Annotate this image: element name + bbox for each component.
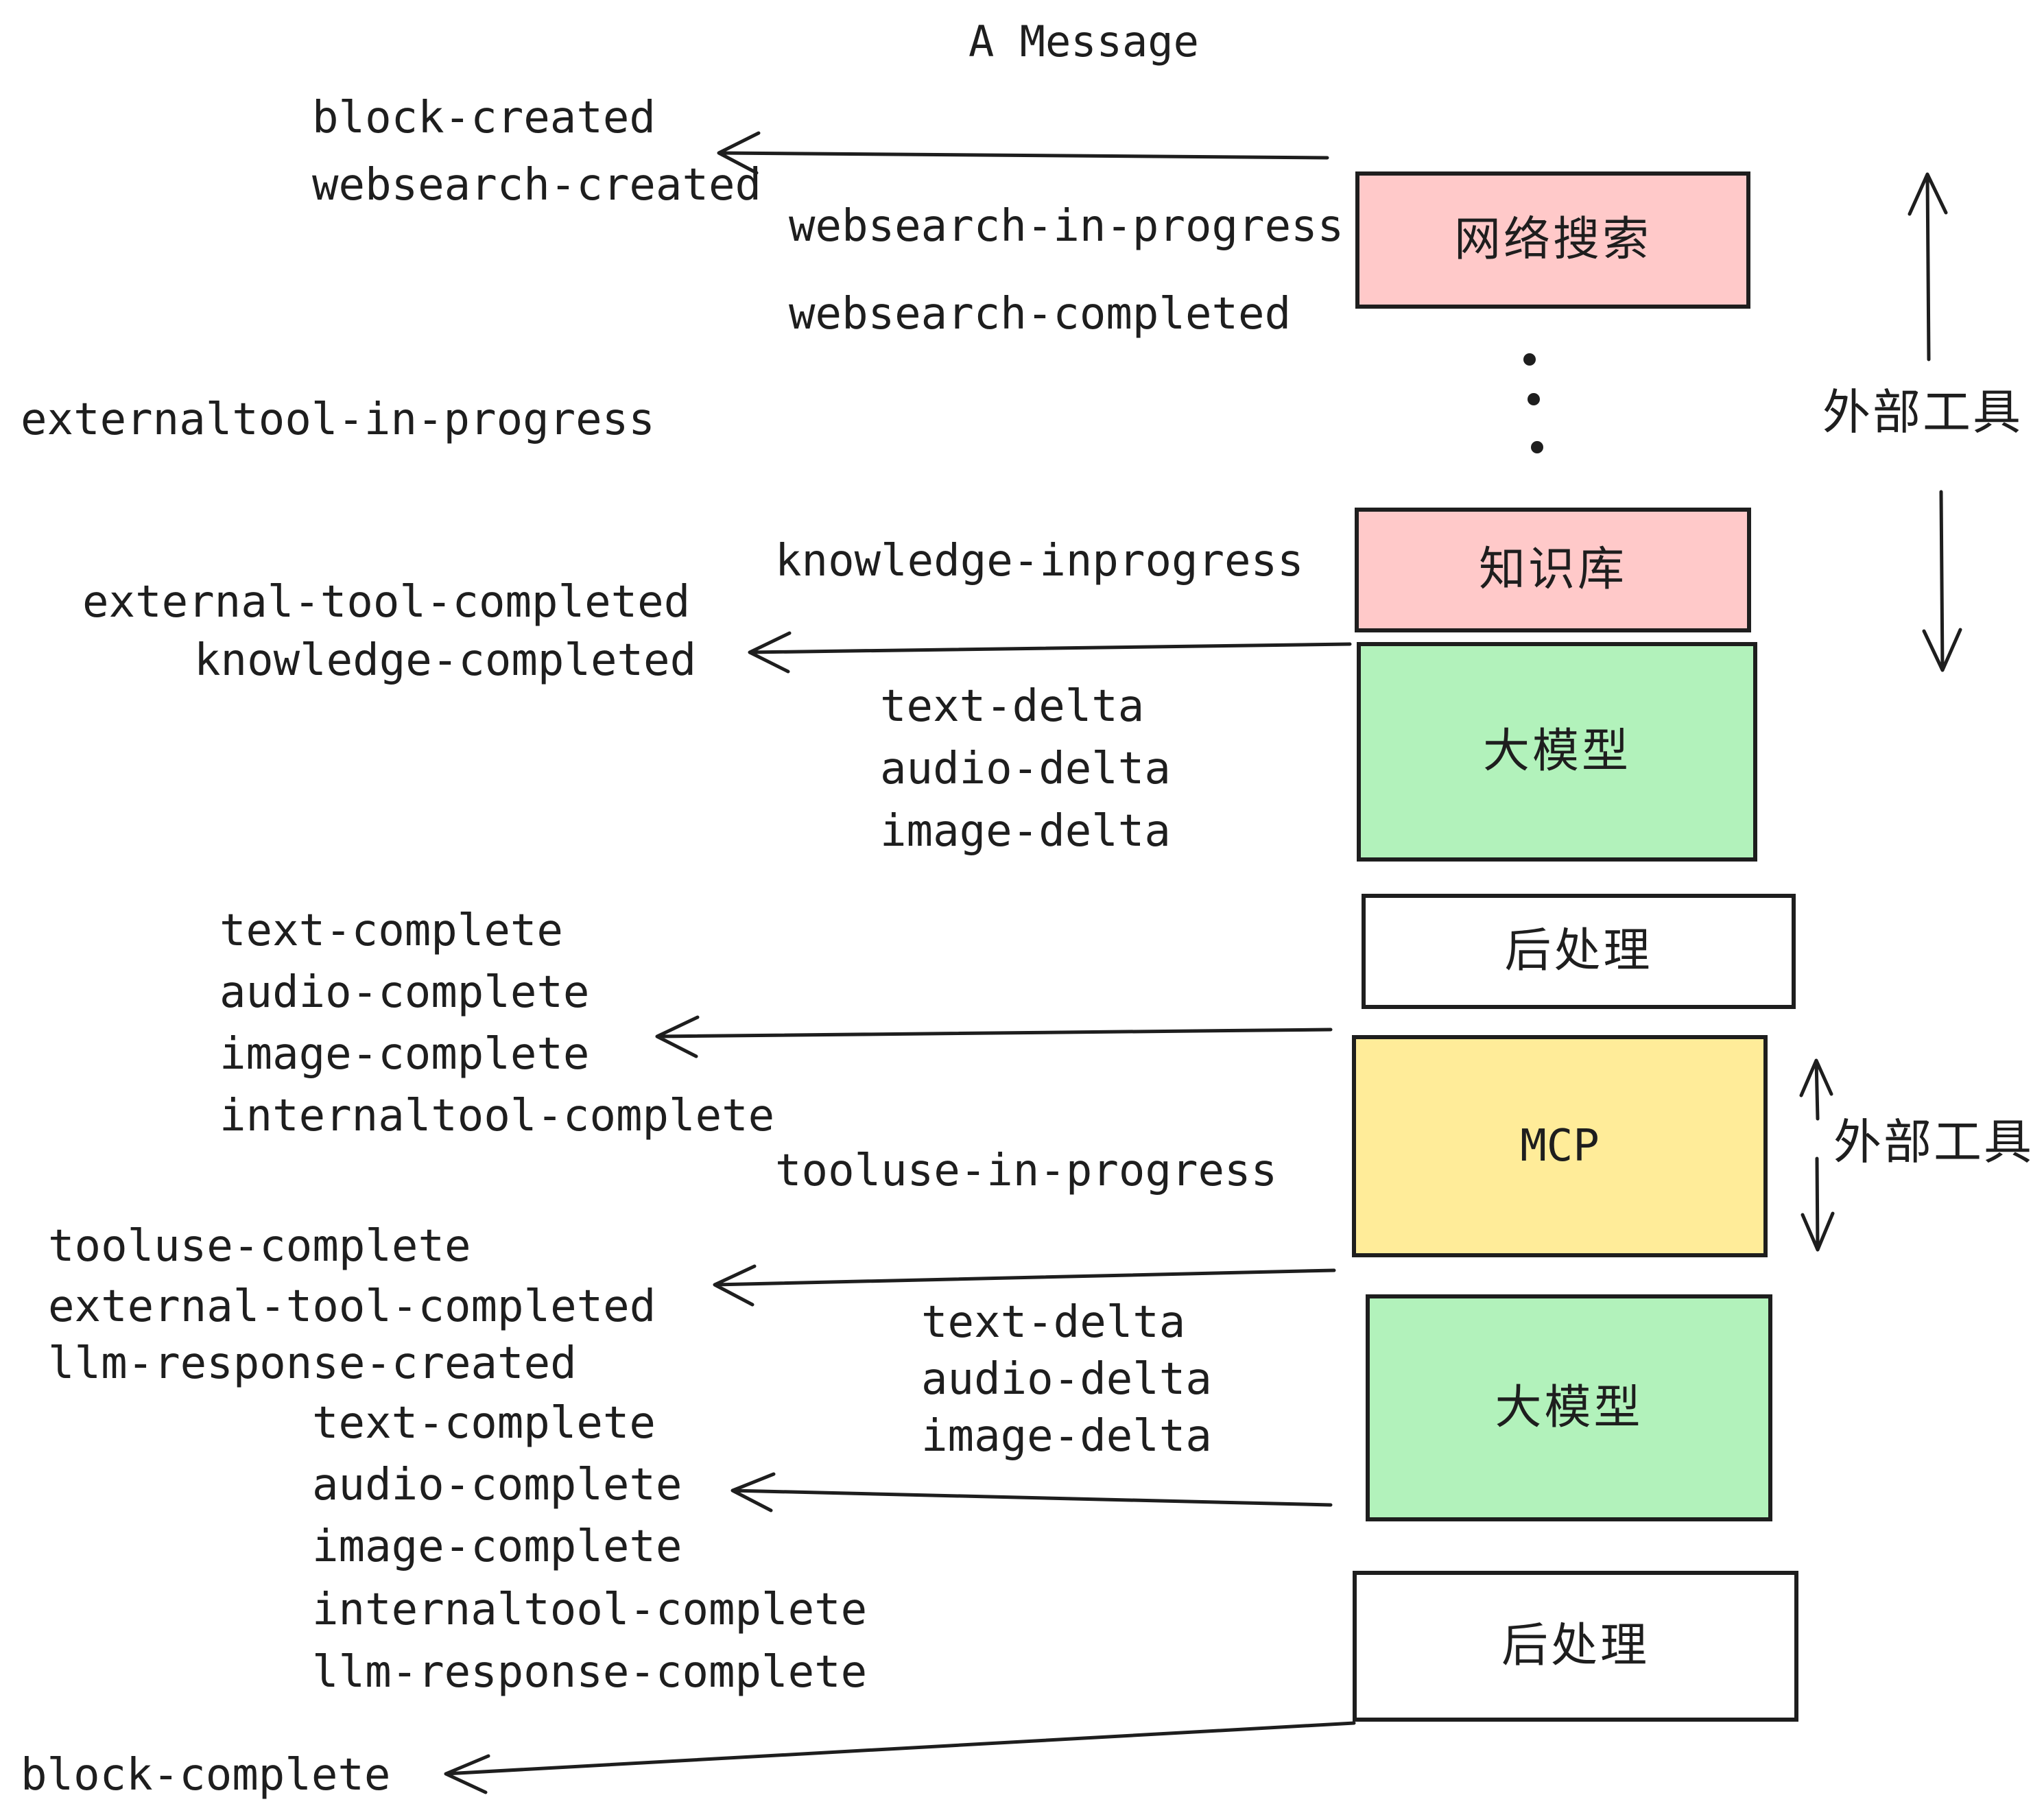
event-label-text-complete-2: text-complete bbox=[312, 1398, 656, 1449]
event-label-text-delta-2: text-delta bbox=[921, 1297, 1186, 1348]
arrow-external-tools-top-down bbox=[1922, 490, 1962, 672]
event-label-knowledge-completed: knowledge-completed bbox=[194, 635, 697, 686]
box-postprocess-1: 后处理 bbox=[1362, 894, 1796, 1009]
side-label-external-tools-top: 外部工具 bbox=[1822, 384, 2023, 440]
event-label-text-complete-1: text-complete bbox=[219, 905, 563, 956]
box-postprocess-2: 后处理 bbox=[1353, 1571, 1798, 1722]
event-label-tooluse-in-progress: tooluse-in-progress bbox=[775, 1146, 1278, 1196]
side-label-external-tools-mcp: 外部工具 bbox=[1833, 1114, 2034, 1170]
event-label-block-created: block-created bbox=[312, 93, 656, 143]
event-label-audio-delta-1: audio-delta bbox=[880, 744, 1171, 794]
box-mcp: MCP bbox=[1352, 1035, 1768, 1257]
event-label-audio-delta-2: audio-delta bbox=[921, 1354, 1212, 1405]
ellipsis-dot bbox=[1523, 353, 1536, 366]
event-label-audio-complete-2: audio-complete bbox=[312, 1460, 682, 1510]
ellipsis-dot bbox=[1531, 441, 1543, 453]
box-postprocess-1-label: 后处理 bbox=[1504, 924, 1653, 978]
box-llm-2-label: 大模型 bbox=[1495, 1380, 1643, 1435]
arrow-external-tools-mcp-down bbox=[1801, 1156, 1835, 1252]
arrow-to-block-complete bbox=[444, 1721, 1356, 1794]
box-llm-1-label: 大模型 bbox=[1482, 724, 1631, 779]
event-label-image-delta-2: image-delta bbox=[921, 1411, 1212, 1462]
event-label-external-tool-completed: external-tool-completed bbox=[82, 577, 691, 628]
event-label-internaltool-complete-2: internaltool-complete bbox=[312, 1585, 868, 1635]
arrow-external-tools-mcp-up bbox=[1799, 1058, 1833, 1121]
event-label-externaltool-in-progress: externaltool-in-progress bbox=[21, 394, 655, 445]
event-label-text-delta-1: text-delta bbox=[880, 681, 1145, 732]
box-knowledge: 知识库 bbox=[1355, 508, 1751, 632]
arrow-to-block-created bbox=[717, 131, 1329, 175]
event-label-internaltool-complete-1: internaltool-complete bbox=[219, 1091, 775, 1141]
box-llm-2: 大模型 bbox=[1366, 1294, 1772, 1521]
ellipsis-dot bbox=[1528, 393, 1540, 405]
box-websearch: 网络搜索 bbox=[1355, 171, 1750, 309]
box-llm-1: 大模型 bbox=[1357, 642, 1757, 862]
event-label-external-tool-completed-2: external-tool-completed bbox=[48, 1281, 656, 1332]
event-label-websearch-completed: websearch-completed bbox=[789, 289, 1292, 340]
diagram-title: A Message bbox=[968, 16, 1199, 67]
event-label-block-complete: block-complete bbox=[21, 1750, 391, 1801]
event-label-image-delta-1: image-delta bbox=[880, 806, 1171, 857]
box-mcp-label: MCP bbox=[1520, 1121, 1600, 1172]
arrow-to-knowledge-completed bbox=[748, 631, 1352, 674]
box-postprocess-2-label: 后处理 bbox=[1501, 1619, 1650, 1673]
event-label-llm-response-complete: llm-response-complete bbox=[312, 1647, 868, 1698]
event-label-image-complete-2: image-complete bbox=[312, 1521, 682, 1572]
arrow-external-tools-top-up bbox=[1908, 172, 1948, 361]
event-label-llm-response-created: llm-response-created bbox=[48, 1338, 577, 1389]
arrow-to-audio-complete-2 bbox=[730, 1472, 1333, 1512]
arrow-to-image-complete bbox=[655, 1015, 1333, 1058]
event-label-knowledge-inprogress: knowledge-inprogress bbox=[775, 536, 1304, 586]
event-label-websearch-created: websearch-created bbox=[312, 160, 762, 211]
event-label-websearch-in-progress: websearch-in-progress bbox=[789, 201, 1344, 252]
event-label-image-complete-1: image-complete bbox=[219, 1029, 590, 1080]
box-knowledge-label: 知识库 bbox=[1478, 543, 1627, 597]
event-label-audio-complete-1: audio-complete bbox=[219, 967, 590, 1018]
box-websearch-label: 网络搜索 bbox=[1453, 213, 1652, 267]
event-label-tooluse-complete: tooluse-complete bbox=[48, 1221, 471, 1272]
